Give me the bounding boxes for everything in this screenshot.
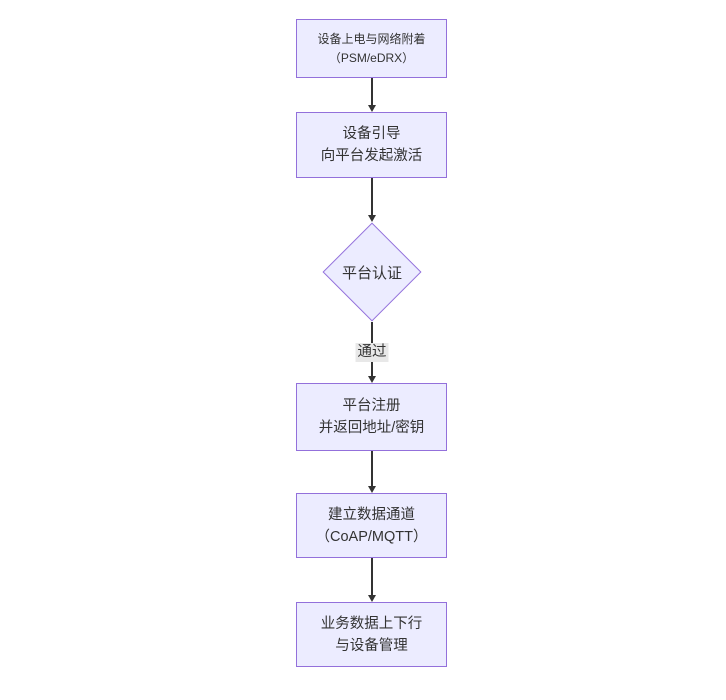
- node-label-line: （PSM/eDRX）: [328, 50, 415, 65]
- flow-node-device-bootstrap: 设备引导 向平台发起激活: [296, 112, 447, 178]
- flow-edge-4: [371, 451, 373, 486]
- arrowhead-icon: [368, 486, 376, 493]
- flow-edge-2: [371, 178, 373, 215]
- flow-node-platform-register: 平台注册 并返回地址/密钥: [296, 383, 447, 451]
- arrowhead-icon: [368, 376, 376, 383]
- flow-node-data-channel: 建立数据通道 （CoAP/MQTT）: [296, 493, 447, 558]
- node-label-line: 设备上电与网络附着: [317, 31, 426, 46]
- node-label-line: 并返回地址/密钥: [318, 420, 425, 436]
- flow-edge-5: [371, 558, 373, 595]
- arrowhead-icon: [368, 105, 376, 112]
- flow-node-platform-auth: 平台认证: [322, 222, 422, 322]
- node-label-line: 设备引导: [342, 126, 401, 142]
- arrowhead-icon: [368, 215, 376, 222]
- edge-label-pass: 通过: [355, 343, 389, 362]
- arrowhead-icon: [368, 595, 376, 602]
- node-label-line: 业务数据上下行: [320, 615, 423, 632]
- node-label-line: 建立数据通道: [328, 506, 415, 523]
- node-label-line: 平台注册: [342, 398, 401, 414]
- flow-node-power-network-attach: 设备上电与网络附着 （PSM/eDRX）: [296, 19, 447, 78]
- node-label-line: （CoAP/MQTT）: [315, 528, 428, 545]
- flow-node-business-data: 业务数据上下行 与设备管理: [296, 602, 447, 667]
- node-label-line: 与设备管理: [335, 637, 408, 654]
- node-label-line: 向平台发起激活: [320, 148, 423, 164]
- node-label-line: 平台认证: [341, 264, 402, 282]
- flow-edge-1: [371, 78, 373, 105]
